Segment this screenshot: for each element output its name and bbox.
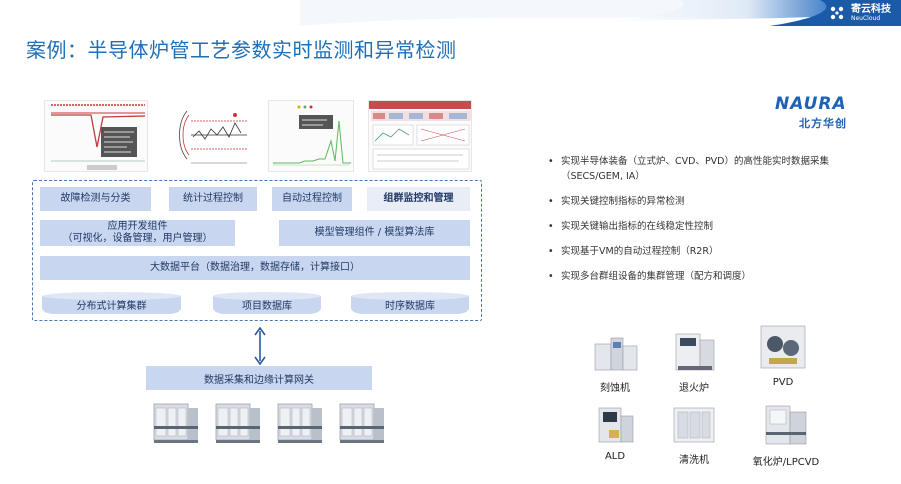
feature-list: 实现半导体装备（立式炉、CVD、PVD）的高性能实时数据采集（SECS/GEM,… [548,154,878,294]
brand-name-en: NeuCloud [851,14,881,22]
header-bar: 寄云科技 NeuCloud [0,0,901,26]
block-apc: 自动过程控制 [272,187,352,211]
block-cluster-management: 组群监控和管理 [367,187,470,211]
cylinder-timeseries-database-label: 时序数据库 [385,301,435,312]
equipment-etcher: 刻蚀机 [576,332,654,394]
block-spc: 统计过程控制 [169,187,257,211]
cleaner-icon [673,407,715,443]
feature-item: 实现基于VM的自动过程控制（R2R） [548,244,878,259]
equipment-label: 退火炉 [679,383,709,394]
block-fault-detection: 故障检测与分类 [40,187,151,211]
thumbnail-fdc-chart [44,100,148,172]
block-app-components: 应用开发组件 （可视化，设备管理，用户管理） [40,220,235,246]
cylinder-timeseries-database: 时序数据库 [351,292,469,314]
equipment-label: ALD [604,451,626,462]
oxidation-furnace-icon [765,405,807,445]
equipment-label: 刻蚀机 [600,383,630,394]
etcher-icon [594,337,638,371]
furnace-machine-icon [277,403,322,443]
pvd-icon [760,325,806,369]
brand-logo: 寄云科技 NeuCloud [828,4,891,22]
equipment-label: 氧化炉/LPCVD [752,457,820,468]
naura-logo-en: NAURA [775,94,847,114]
block-model-management: 模型管理组件 / 模型算法库 [279,220,470,246]
architecture-diagram: 故障检测与分类 统计过程控制 自动过程控制 组群监控和管理 应用开发组件 （可视… [32,180,482,321]
equipment-cleaner: 清洗机 [655,404,733,466]
feature-item: 实现半导体装备（立式炉、CVD、PVD）的高性能实时数据采集（SECS/GEM,… [548,154,878,184]
furnace-machine-icon [153,403,198,443]
naura-logo-cn: 北方华创 [799,117,847,130]
naura-logo: NAURA 北方华创 [775,94,865,131]
ald-icon [598,407,634,443]
furnace-machine-icon [339,403,384,443]
anneal-furnace-icon [675,333,715,371]
cylinder-project-database-label: 项目数据库 [242,301,292,312]
furnace-machine-icon [215,403,260,443]
thumbnail-cluster-dashboard [368,100,472,172]
furnace-machines-group [150,398,390,446]
block-big-data-platform: 大数据平台（数据治理，数据存储，计算接口） [40,256,470,280]
feature-item: 实现多台群组设备的集群管理（配方和调度） [548,269,878,284]
equipment-label: 清洗机 [679,455,709,466]
block-edge-gateway: 数据采集和边缘计算网关 [146,366,372,390]
page-title: 案例：半导体炉管工艺参数实时监测和异常检测 [26,38,457,62]
double-arrow-icon [254,327,266,365]
equipment-pvd: PVD [744,322,822,388]
cylinder-distributed-cluster-label: 分布式计算集群 [76,301,147,312]
header-wave-decoration [300,0,901,26]
thumbnail-spc-chart [166,100,250,172]
thumbnail-apc-chart [268,100,354,172]
equipment-label: PVD [772,377,794,388]
brand-name-cn: 寄云科技 [851,3,891,15]
feature-item: 实现关键控制指标的异常检测 [548,194,878,209]
feature-item: 实现关键输出指标的在线稳定性控制 [548,219,878,234]
equipment-ald: ALD [576,404,654,462]
neucloud-logo-icon [830,6,844,20]
cylinder-distributed-cluster: 分布式计算集群 [42,292,181,314]
equipment-oxidation-lpcvd: 氧化炉/LPCVD [744,402,828,468]
equipment-anneal-furnace: 退火炉 [655,330,733,394]
cylinder-project-database: 项目数据库 [213,292,321,314]
